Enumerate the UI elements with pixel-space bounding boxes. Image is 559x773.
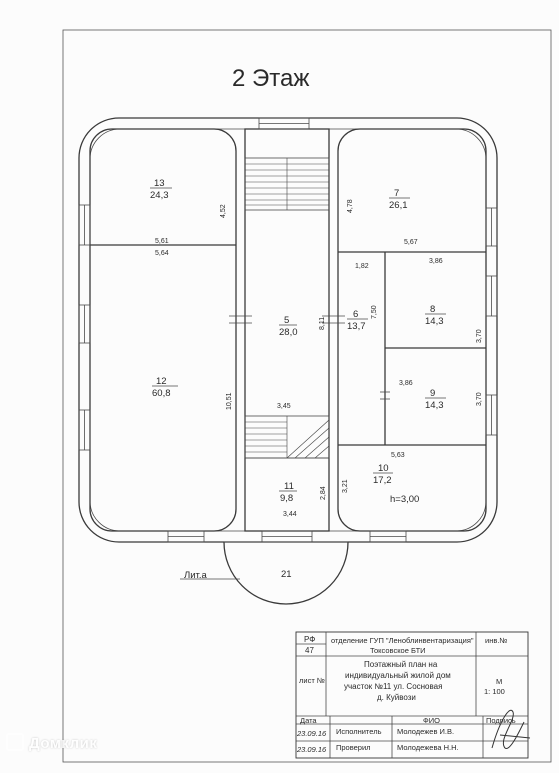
right-wing [337,128,487,532]
dimensions: 4,52 5,61 5,64 10,51 8,11 3,45 2,84 3,44… [155,199,483,518]
plan-title: 2 Этаж [232,65,309,92]
dim-452: 4,52 [220,204,227,218]
stamp-doc-3: участок №11 ул. Сосновая [344,682,442,691]
page-frame [62,29,552,763]
stamp-inv: инв.№ [485,636,507,645]
dim-561: 5,61 [155,238,169,245]
dim-811: 8,11 [319,317,326,330]
dim-284: 2,84 [320,486,327,500]
room-6-num: 6 [353,309,358,320]
stamp-row2-name: Молодежева Н.Н. [397,743,459,752]
stamp-col-date: Дата [300,716,317,725]
room-5-num: 5 [284,315,289,326]
dim-345: 3,45 [277,403,291,410]
dim-370b: 3,70 [476,392,483,406]
lower-stair [244,415,330,459]
dim-1051: 10,51 [226,392,233,410]
stamp-scale-val: 1: 100 [484,687,505,696]
room-7-num: 7 [394,188,399,199]
stamp-scale-m: М [496,677,502,686]
upper-stair [244,157,330,211]
stamp-row1-date: 23.09.16 [296,729,327,738]
signature-mark [491,709,531,749]
title-block: РФ 47 отделение ГУП "Леноблинвентаризаци… [295,631,531,759]
windows [78,117,498,543]
doors [229,315,390,400]
watermark-text: Домклик [29,735,98,752]
room-5-area: 28,0 [279,327,298,338]
dim-182: 1,82 [355,263,369,270]
room-12-num: 12 [156,376,167,387]
dim-564: 5,64 [155,250,169,257]
stamp-org-1: отделение ГУП "Леноблинвентаризация" [331,636,474,645]
dim-567: 5,67 [404,239,418,246]
stamp-col-sign: Подпись [486,716,516,725]
room-10-area: 17,2 [373,475,392,486]
room-8-area: 14,3 [425,316,444,327]
porch-outline [223,541,349,605]
stamp-rf-num: 47 [305,646,314,655]
dim-750: 7,50 [371,305,378,319]
dim-386b: 3,86 [399,380,413,387]
room-9-num: 9 [430,388,435,399]
room-7-area: 26,1 [389,200,408,211]
stamp-row2-role: Проверил [336,743,371,752]
room-13-area: 24,3 [150,190,169,201]
dim-321: 3,21 [342,479,349,493]
stamp-doc-2: индивидуальный жилой дом [345,671,451,680]
dim-478: 4,78 [347,199,354,213]
dim-370a: 3,70 [476,329,483,343]
stamp-org-2: Токсовское БТИ [370,646,426,655]
watermark-icon [6,733,24,751]
stamp-row1-name: Молодежев И.В. [397,727,454,736]
stamp-col-fio: ФИО [423,716,440,725]
stamp-row1-role: Исполнитель [336,727,382,736]
room-12-area: 60,8 [152,388,171,399]
dim-563: 5,63 [391,452,405,459]
height-note: h=3,00 [390,494,419,505]
room-9-area: 14,3 [425,400,444,411]
room-11-num: 11 [284,481,294,492]
porch-num: 21 [281,569,292,580]
dim-344: 3,44 [283,511,297,518]
stamp-row2-date: 23.09.16 [296,745,327,754]
room-13-num: 13 [154,178,165,189]
room-10-num: 10 [378,463,389,474]
watermark-logo: Домклик [6,733,97,752]
stamp-doc-4: д. Куйвози [377,693,416,702]
room-11-area: 9,8 [280,493,293,504]
lit-label: Лит.а [184,570,207,581]
dim-386a: 3,86 [429,258,443,265]
room-8-num: 8 [430,304,435,315]
stamp-rf: РФ [304,635,315,644]
stamp-sheet: лист № [299,676,325,685]
room-labels: 13 24,3 12 60,8 5 28,0 11 9,8 7 26,1 6 1… [150,178,446,581]
room-6-area: 13,7 [347,321,366,332]
stamp-doc-1: Поэтажный план на [364,660,438,669]
